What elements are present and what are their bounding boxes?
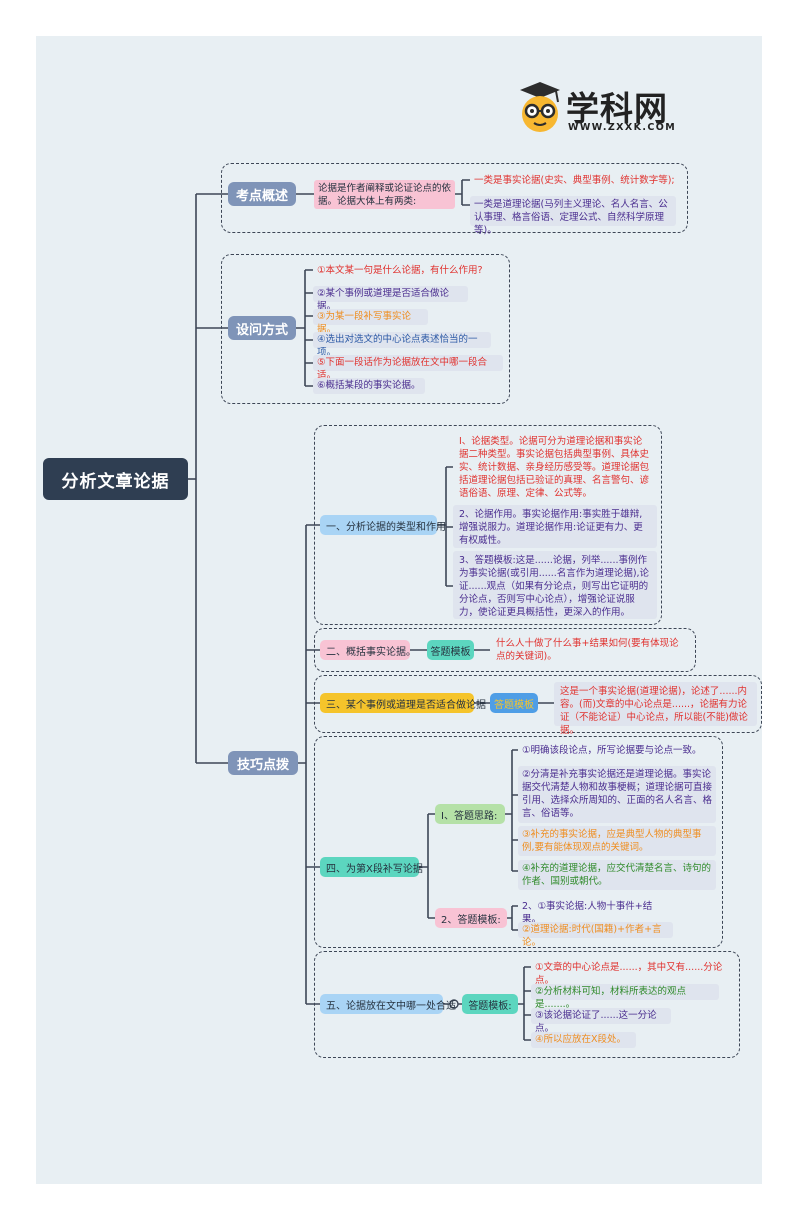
kaodian-box: [221, 163, 688, 233]
shewen-item-5: ⑤下面一段话作为论据放在文中哪一段合适。: [313, 355, 503, 381]
s4-node: 四、为第X段补写论据: [320, 857, 423, 877]
s4-sub1-item-1: ①明确该段论点，所写论据要与论点一致。: [522, 745, 702, 756]
s3-box: [314, 675, 762, 733]
s5-tag: 答题模板:: [462, 994, 518, 1014]
s4-box: [314, 736, 723, 948]
shewen-item-2: ②某个事例或道理是否适合做论据。: [313, 286, 468, 312]
logo-url: WWW.ZXXK.COM: [568, 122, 677, 133]
s1-box: [314, 425, 662, 625]
s5-node: 五、论据放在文中哪一处合适: [320, 994, 456, 1014]
root-node: 分析文章论据: [43, 458, 188, 500]
kaodian-node: 考点概述: [228, 182, 296, 206]
kaodian-item-2: 一类是道理论据(马列主义理论、名人名言、公认事理、格言俗语、定理公式、自然科学原…: [470, 196, 676, 236]
s3-tag: 答题模板: [490, 693, 538, 713]
s1-item-2: 2、论据作用。事实论据作用:事实胜于雄辩,增强说服力。道理论据作用:论证更有力、…: [453, 505, 657, 548]
jiqiao-node: 技巧点拨: [228, 751, 298, 775]
s4-sub2-item-2: ②道理论据:时代(国籍)+作者+言论。: [518, 922, 673, 948]
s5-item-3: ③该论据论证了......这一分论点。: [531, 1008, 671, 1034]
s4-sub1-item-4: ④补充的道理论据，应交代清楚名言、诗句的作者、国别或朝代。: [518, 860, 716, 890]
s1-item-1: I、论据类型。论据可分为道理论据和事实论据二种类型。事实论据包括典型事例、具体史…: [459, 436, 650, 499]
s3-text: 这是一个事实论据(道理论据)，论述了......内容。(而)文章的中心论点是..…: [554, 682, 757, 736]
shewen-item-6: ⑥概括某段的事实论据。: [313, 378, 425, 394]
s5-box: [314, 951, 740, 1058]
shewen-item-1: ①本文某一句是什么论据，有什么作用?: [317, 265, 483, 276]
s5-item-1: ①文章的中心论点是......，其中又有......分论点。: [535, 962, 723, 986]
s5-item-2: ②分析材料可知，材料所表达的观点是.......。: [531, 984, 719, 1010]
s4-sub1-item-3: ③补充的事实论据，应是典型人物的典型事例,要有能体现观点的关键词。: [518, 826, 716, 856]
s2-node: 二、概括事实论据。: [320, 640, 416, 660]
s4-sub2-node: 2、答题模板:: [435, 908, 507, 928]
s2-text: 什么人十做了什么事+结果如何(要有体现论点的关键词)。: [496, 638, 679, 662]
kaodian-item-1: 一类是事实论据(史实、典型事例、统计数字等);: [474, 175, 675, 186]
shewen-node: 设问方式: [228, 316, 296, 340]
s5-item-4: ④所以应放在X段处。: [531, 1032, 636, 1048]
s2-tag: 答题模板: [427, 640, 474, 660]
s4-sub2-item-1: 2、①事实论据:人物十事件+结果。: [522, 901, 653, 925]
logo-name: 学科网: [566, 89, 668, 128]
s4-sub1-node: I、答题思路:: [435, 804, 505, 824]
s1-node: 一、分析论据的类型和作用: [320, 515, 446, 535]
mascot-logo-icon: [520, 82, 560, 132]
s1-item-3: 3、答题模板:这是......论据，列举......事例作为事实论据(或引用..…: [453, 551, 657, 619]
s4-sub1-item-2: ②分清是补充事实论据还是道理论据。事实论据交代清楚人物和故事梗概；道理论据可直接…: [518, 766, 716, 823]
s2-box: [314, 628, 696, 672]
shewen-item-3: ③为某一段补写事实论据。: [313, 309, 428, 335]
kaodian-summary: 论据是作者阐释或论证论点的依据。论据大体上有两类:: [314, 180, 455, 209]
s3-node: 三、某个事例或道理是否适合做论据: [320, 693, 486, 713]
shewen-box: [221, 254, 510, 404]
shewen-item-4: ④选出对选文的中心论点表述恰当的一项。: [313, 332, 491, 358]
